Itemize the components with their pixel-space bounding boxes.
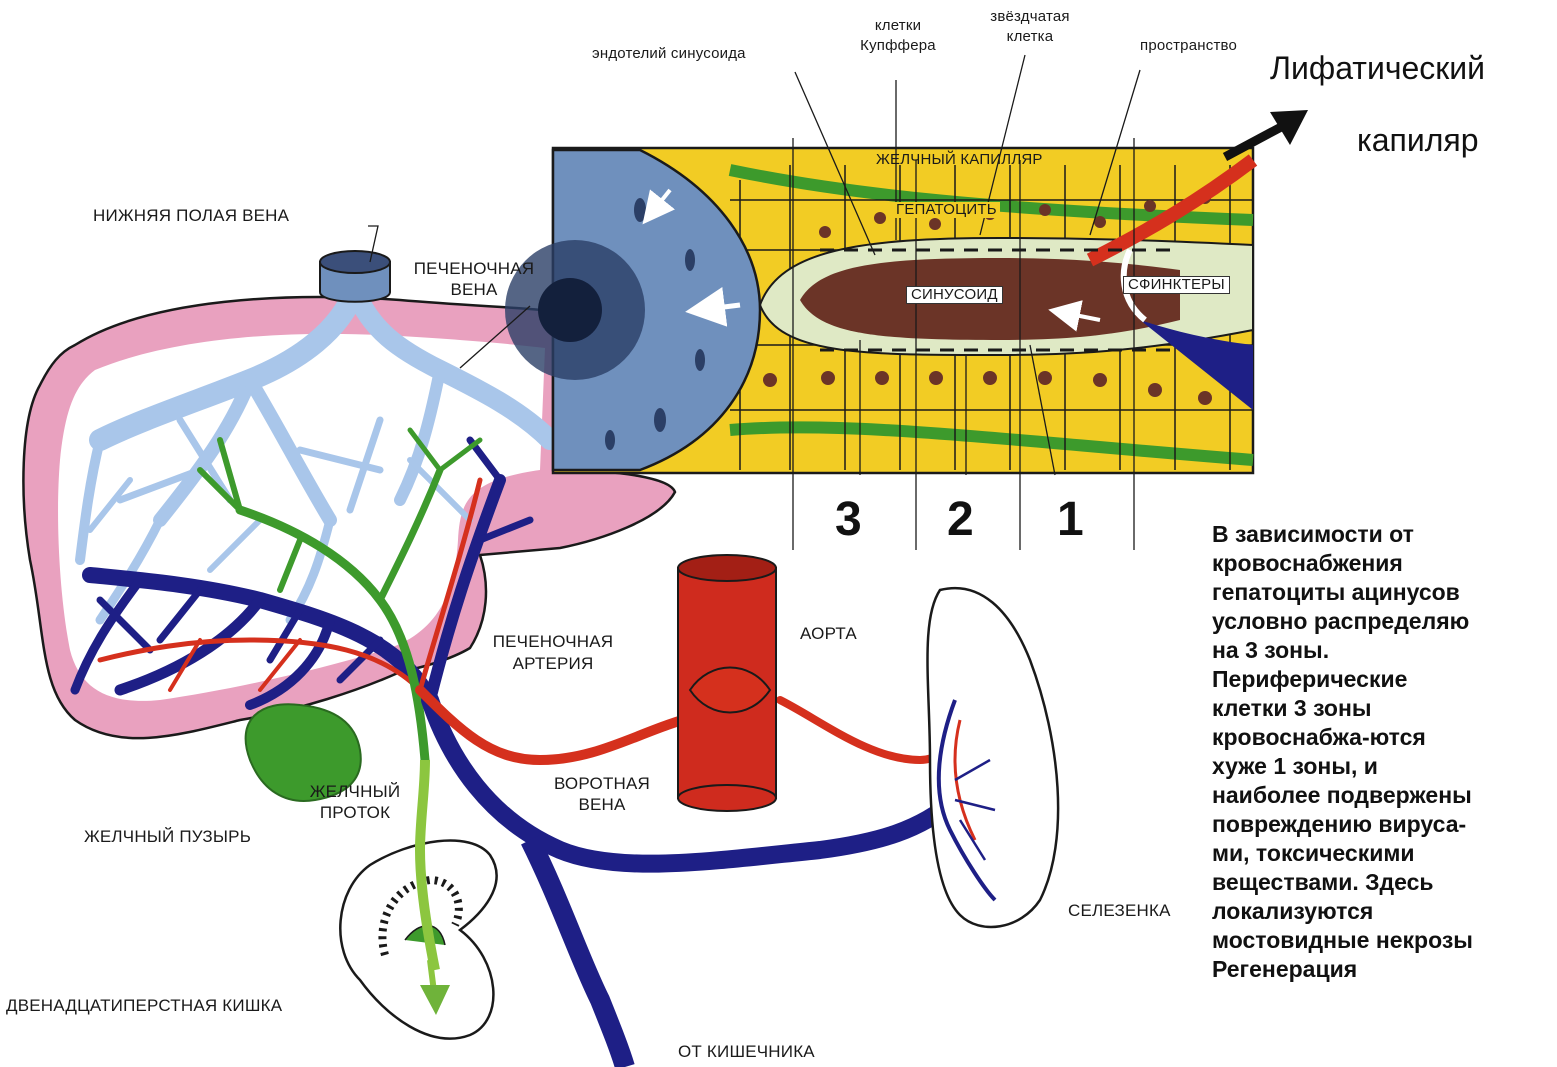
label-sinusoid: СИНУСОИД (906, 286, 1003, 304)
label-kupffer-line1: клетки (868, 18, 928, 34)
arrow-icon (1225, 110, 1308, 157)
label-portal-vein-line1: ВОРОТНАЯ (538, 775, 666, 793)
note-line: клетки 3 зоны (1212, 694, 1557, 723)
note-line: веществами. Здесь (1212, 868, 1557, 897)
note-line: локализуются (1212, 897, 1557, 926)
label-bile-duct-line2: ПРОТОК (300, 804, 410, 822)
label-hepatic-vein-line1: ПЕЧЕНОЧНАЯ (400, 260, 548, 278)
label-kupffer-line2: Купффера (846, 38, 950, 54)
zone-number-3: 3 (835, 492, 862, 547)
label-endothelium: эндотелий синусоида (592, 46, 746, 62)
note-line: Регенерация (1212, 955, 1557, 984)
label-hepatic-artery-line2: АРТЕРИЯ (478, 655, 628, 673)
inferior-vena-cava (320, 251, 390, 302)
zone-number-2: 2 (947, 492, 974, 547)
note-line: наиболее подвержены (1212, 781, 1557, 810)
zone-number-1: 1 (1057, 492, 1084, 547)
note-line: гепатоциты ацинусов (1212, 578, 1557, 607)
lymph-title-line2: капиляр (1357, 122, 1479, 159)
note-line: условно распределяю (1212, 607, 1557, 636)
note-line: В зависимости от (1212, 520, 1557, 549)
spleen (928, 588, 1059, 927)
label-portal-vein-line2: ВЕНА (538, 796, 666, 814)
label-hepatocyte: ГЕПАТОЦИТЬ (893, 202, 1000, 218)
label-stellate-line2: клетка (975, 29, 1085, 45)
label-from-intestine: ОТ КИШЕЧНИКА (678, 1043, 815, 1061)
note-line: мостовидные некрозы (1212, 926, 1557, 955)
label-space: пространство (1140, 38, 1270, 54)
label-sphincters: СФИНКТЕРЫ (1123, 276, 1230, 294)
note-line: Периферические (1212, 665, 1557, 694)
label-hepatic-artery-line1: ПЕЧЕНОЧНАЯ (478, 633, 628, 651)
label-bile-capillary: ЖЕЛЧНЫЙ КАПИЛЛЯР (873, 152, 1046, 168)
label-stellate-line1: звёздчатая (975, 9, 1085, 25)
label-inferior-vena-cava: НИЖНЯЯ ПОЛАЯ ВЕНА (93, 207, 289, 225)
note-line: кровоснабжа-ются (1212, 723, 1557, 752)
hepatic-artery-trunk (420, 690, 700, 760)
zone-description-note: В зависимости от кровоснабжения гепатоци… (1212, 520, 1557, 1067)
label-bile-duct-line1: ЖЕЛЧНЫЙ (300, 783, 410, 801)
label-gallbladder: ЖЕЛЧНЫЙ ПУЗЫРЬ (84, 828, 251, 846)
intestinal-vein (530, 840, 625, 1067)
note-line: хуже 1 зоны, и (1212, 752, 1557, 781)
note-line: ми, токсическими (1212, 839, 1557, 868)
label-aorta: АОРТА (800, 625, 857, 643)
label-duodenum: ДВЕНАДЦАТИПЕРСТНАЯ КИШКА (6, 997, 282, 1015)
label-spleen: СЕЛЕЗЕНКА (1068, 902, 1171, 920)
note-line: кровоснабжения (1212, 549, 1557, 578)
note-line: повреждению вируса- (1212, 810, 1557, 839)
lymph-title-line1: Лифатический (1270, 50, 1485, 87)
note-line: на 3 зоны. (1212, 636, 1557, 665)
aorta (678, 555, 776, 811)
label-hepatic-vein-line2: ВЕНА (400, 281, 548, 299)
